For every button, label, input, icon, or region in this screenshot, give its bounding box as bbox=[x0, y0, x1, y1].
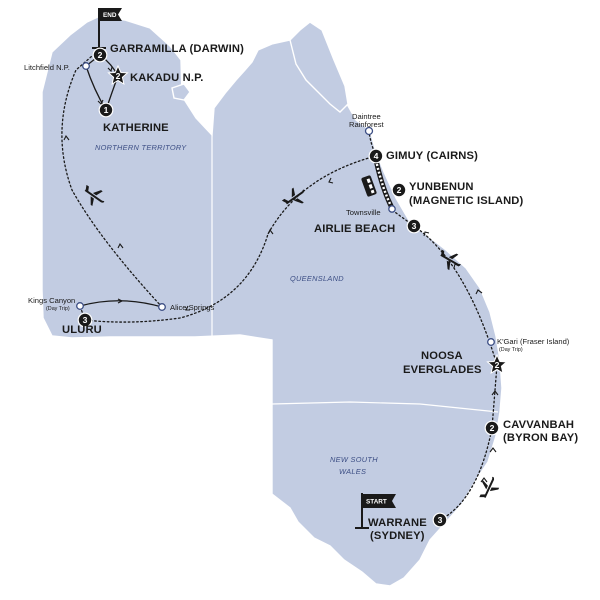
marker-townsville bbox=[388, 205, 396, 213]
route-alice-darwin bbox=[61, 55, 163, 308]
sydney-label-line1: WARRANE bbox=[368, 517, 427, 529]
route-sydney-byron bbox=[439, 427, 493, 521]
region-nsw-line1: NEW SOUTH bbox=[330, 455, 378, 464]
kakadu-label: KAKADU N.P. bbox=[130, 72, 204, 84]
star-icon bbox=[107, 64, 129, 86]
cairns-badge bbox=[368, 148, 384, 164]
magnetic-label-line2: (MAGNETIC ISLAND) bbox=[409, 195, 524, 207]
cape-york bbox=[289, 21, 349, 113]
start-flag-label: START bbox=[366, 499, 387, 506]
daintree-label-line2: Rainforest bbox=[349, 120, 384, 129]
uluru-badge bbox=[77, 312, 93, 328]
noosa-label-line2: EVERGLADES bbox=[403, 364, 482, 376]
darwin-nights: 2 bbox=[98, 50, 103, 60]
noosa-label-line1: NOOSA bbox=[421, 350, 463, 362]
uluru-nights: 3 bbox=[83, 315, 88, 325]
marker-kgari bbox=[487, 338, 495, 346]
townsville-label: Townsville bbox=[346, 208, 381, 217]
byron-badge bbox=[484, 420, 500, 436]
plane-icon bbox=[440, 249, 461, 271]
marker-kings-canyon bbox=[76, 302, 84, 310]
kings-canyon-label: Kings Canyon bbox=[28, 296, 75, 305]
byron-label-line2: (BYRON BAY) bbox=[503, 432, 578, 444]
star-icon bbox=[486, 353, 508, 375]
region-queensland: QUEENSLAND bbox=[290, 274, 344, 283]
kakadu-nights: 2 bbox=[116, 71, 121, 81]
magnetic-label-line1: YUNBENUN bbox=[409, 181, 474, 193]
route-byron-noosa bbox=[491, 364, 498, 429]
noosa-nights: 2 bbox=[495, 360, 500, 370]
sydney-badge bbox=[432, 512, 448, 528]
end-flag: END bbox=[92, 8, 122, 49]
route-noosa-airlie bbox=[413, 225, 498, 366]
darwin-badge bbox=[92, 47, 108, 63]
cairns-nights: 4 bbox=[374, 151, 379, 161]
cairns-label: GIMUY (CAIRNS) bbox=[386, 150, 478, 162]
route-cairns-uluru bbox=[84, 155, 377, 323]
region-northern-territory: NORTHERN TERRITORY bbox=[95, 143, 187, 152]
marker-litchfield bbox=[82, 62, 90, 70]
plane-icon bbox=[84, 184, 105, 207]
marker-alice-springs bbox=[158, 303, 166, 311]
katherine-badge bbox=[98, 102, 114, 118]
darwin-label: GARRAMILLA (DARWIN) bbox=[110, 43, 244, 55]
kgari-label: K'Gari (Fraser Island) bbox=[497, 337, 570, 346]
alice-springs-label: Alice Springs bbox=[170, 303, 215, 312]
litchfield-label: Litchfield N.P. bbox=[24, 63, 70, 72]
region-nsw-line2: WALES bbox=[339, 467, 366, 476]
border-qld-nsw bbox=[271, 401, 499, 413]
flag-icon bbox=[100, 8, 122, 21]
katherine-nights: 1 bbox=[104, 105, 109, 115]
kgari-note: (Day Trip) bbox=[499, 347, 523, 353]
byron-label-line1: CAVVANBAH bbox=[503, 419, 574, 431]
start-flag: START bbox=[355, 493, 396, 529]
magnetic-nights: 2 bbox=[397, 185, 402, 195]
byron-nights: 2 bbox=[490, 423, 495, 433]
island bbox=[171, 83, 191, 101]
uluru-label: ULURU bbox=[62, 324, 102, 336]
train-icon bbox=[361, 175, 377, 197]
airlie-nights: 3 bbox=[412, 221, 417, 231]
sydney-label-line2: (SYDNEY) bbox=[370, 530, 425, 542]
end-flag-label: END bbox=[103, 12, 117, 19]
rail-cairns-townsville-inner bbox=[374, 159, 394, 209]
border-nt-south bbox=[41, 337, 273, 341]
landmass bbox=[41, 15, 503, 587]
plane-icon bbox=[281, 187, 305, 205]
marker-daintree bbox=[364, 126, 374, 136]
airlie-label: AIRLIE BEACH bbox=[314, 223, 395, 235]
kings-canyon-note: (Day Trip) bbox=[46, 306, 70, 312]
magnetic-badge bbox=[391, 182, 407, 198]
katherine-label: KATHERINE bbox=[103, 122, 169, 134]
flag-icon bbox=[363, 494, 396, 508]
daintree-label-line1: Daintree bbox=[352, 112, 381, 121]
sydney-nights: 3 bbox=[438, 515, 443, 525]
plane-icon bbox=[479, 476, 500, 498]
airlie-badge bbox=[406, 218, 422, 234]
